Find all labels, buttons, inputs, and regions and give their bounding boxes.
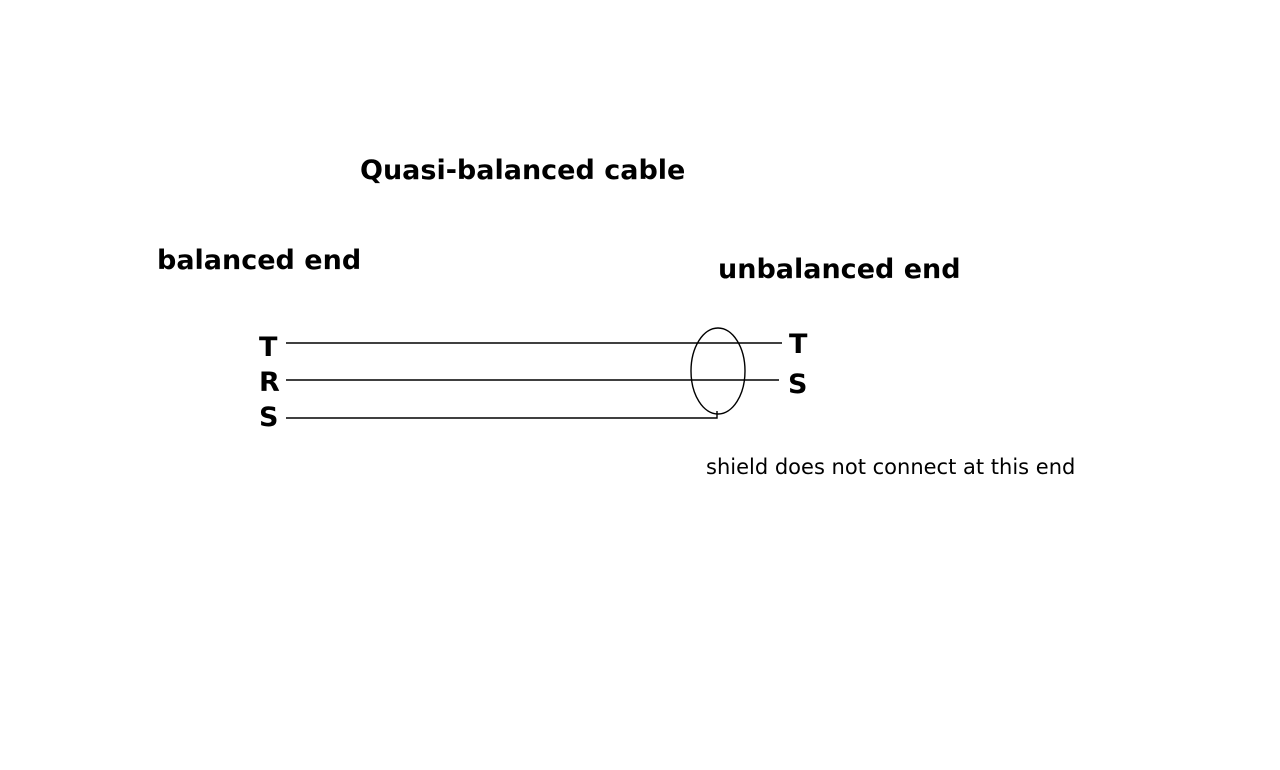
shield-loop	[690, 327, 746, 415]
unbalanced-end-label: unbalanced end	[718, 254, 961, 285]
shield-note: shield does not connect at this end	[706, 455, 1075, 479]
balanced-sleeve-label: S	[259, 402, 278, 433]
unbalanced-sleeve-label: S	[788, 369, 807, 400]
diagram-title: Quasi-balanced cable	[360, 155, 685, 186]
balanced-ring-label: R	[259, 367, 280, 398]
unbalanced-tip-label: T	[789, 329, 808, 360]
shield-wire	[286, 411, 718, 419]
balanced-end-label: balanced end	[157, 245, 361, 276]
balanced-tip-label: T	[259, 332, 278, 363]
